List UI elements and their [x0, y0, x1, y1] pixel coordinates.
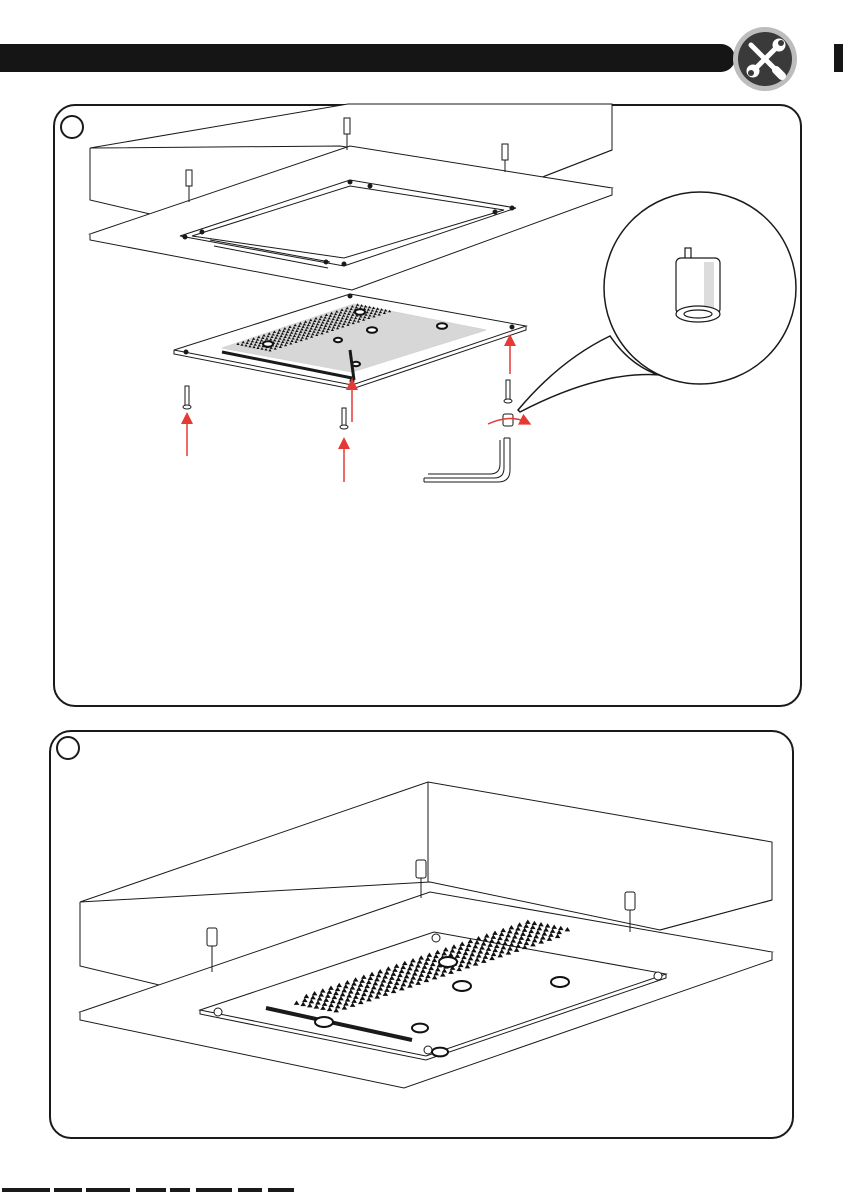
- nozzle-holder: [315, 1017, 333, 1027]
- nozzle-holder: [412, 1024, 428, 1033]
- detail-callout: [518, 192, 796, 412]
- nozzle-holder: [263, 341, 273, 347]
- nozzle-holder: [355, 309, 365, 315]
- nozzle-holder: [437, 323, 447, 329]
- footer-text-strip: [0, 1184, 300, 1192]
- nozzle-holder: [453, 981, 471, 991]
- nozzle-holder: [439, 957, 457, 967]
- hex-key-icon: [424, 438, 510, 482]
- nozzle-holder: [334, 338, 342, 342]
- threaded-sleeve-detail: [676, 248, 720, 322]
- nozzle-holder: [551, 977, 569, 987]
- step-1-shower-head: [174, 294, 526, 389]
- nozzle-holder: [432, 1048, 448, 1057]
- nozzle-holder: [367, 327, 377, 333]
